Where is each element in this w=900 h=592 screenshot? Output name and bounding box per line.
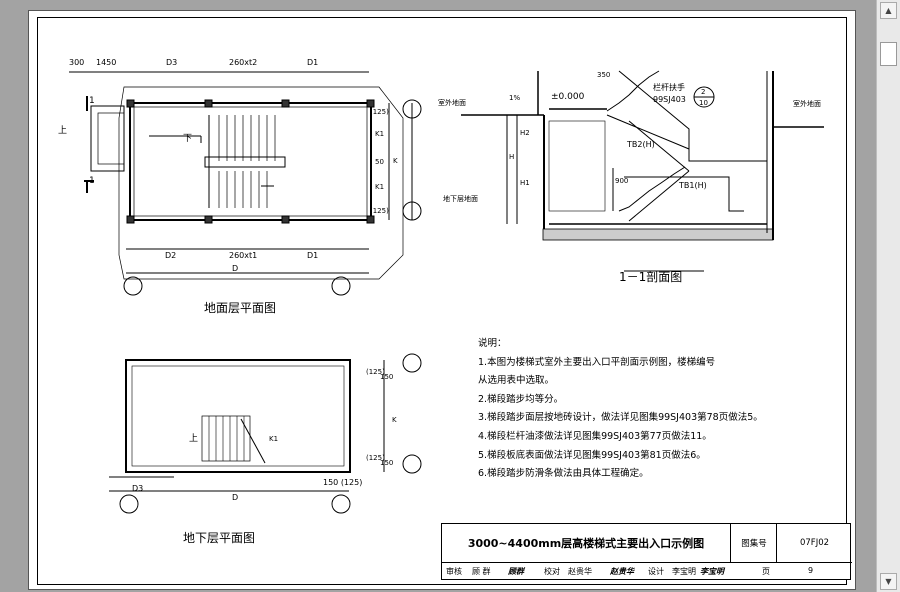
dim-bottom-1: 260xt1 (229, 251, 258, 260)
dim-top-2: D3 (166, 58, 178, 67)
cut-label-1: 1 (89, 176, 95, 186)
b-dim-right-5: 150 (380, 459, 394, 467)
section-label-outdoor-right: 室外地面 (793, 100, 821, 108)
sign-check-label: 校对 (544, 567, 560, 576)
b-dim-bottom-2: D (232, 493, 239, 502)
note-line: 1.本图为楼梯式室外主要出入口平剖面示例图，楼梯编号 (478, 356, 716, 368)
drawing-sheet: 地面层平面图 300 1450 D3 260xt2 D1 D2 260xt1 D… (28, 10, 856, 590)
note-line: 6.梯段踏步防滑条做法由具体工程确定。 (478, 468, 649, 480)
note-line: 从选用表中选取。 (478, 375, 555, 387)
section-label-350: 350 (597, 71, 611, 79)
scroll-thumb[interactable] (880, 42, 897, 66)
label-down: 下 (183, 134, 193, 144)
b-dim-right-3: K1 (269, 435, 279, 443)
dim-top-0: 300 (69, 58, 85, 67)
sign-review-name: 顾 群 (472, 567, 491, 576)
dim-right-1: K1 (375, 130, 385, 138)
section-label-atlas: 99SJ403 (653, 95, 686, 104)
sign-review-label: 审核 (446, 567, 462, 576)
section-label-h2: H2 (520, 129, 530, 137)
scroll-down-button[interactable]: ▼ (880, 573, 897, 590)
atlas-label: 图集号 (730, 524, 777, 562)
vertical-scrollbar[interactable]: ▲ ▼ (876, 0, 900, 592)
section-label-tb2: TB2(H) (627, 140, 655, 149)
sign-check-sig: 赵贵华 (610, 567, 634, 576)
document-viewer: 地面层平面图 300 1450 D3 260xt2 D1 D2 260xt1 D… (0, 0, 876, 592)
sheet-frame (37, 17, 847, 585)
title-block: 3000~4400mm层高楼梯式主要出入口示例图 图集号 07FJ02 审核 顾… (441, 523, 852, 581)
callout-bottom: 10 (699, 99, 708, 107)
basement-plan-drawing (109, 353, 422, 514)
dim-right-4: (125) (370, 207, 389, 215)
sign-check-name: 赵贵华 (568, 567, 592, 576)
page-label: 页 (762, 567, 770, 576)
label-up: 上 (58, 126, 68, 136)
b-label-up: 上 (189, 434, 199, 444)
section-label-outdoor-left: 室外地面 (438, 99, 466, 107)
section-label-900: 900 (615, 177, 629, 185)
b-dim-right-2: K (392, 416, 397, 424)
dim-right-5: K (393, 157, 398, 165)
section-title: 1－1剖面图 (619, 270, 683, 284)
notes-block: 说明： 1.本图为楼梯式室外主要出入口平剖面示例图，楼梯编号 从选用表中选取。 … (478, 335, 848, 484)
sign-design-label: 设计 (648, 567, 664, 576)
section-label-h1: H1 (520, 179, 530, 187)
note-line: 4.梯段栏杆油漆做法详见图集99SJ403第77页做法11。 (478, 430, 712, 442)
section-label-h: H (509, 153, 515, 161)
note-line: 3.梯段踏步面层按地砖设计，做法详见图集99SJ403第78页做法5。 (478, 412, 763, 424)
b-dim-bottom-1: D3 (132, 484, 144, 493)
b-dim-right-4: (125) (366, 454, 385, 462)
dim-top-1: 1450 (96, 58, 117, 67)
basement-plan-title: 地下层平面图 (183, 531, 256, 545)
section-drawing (461, 70, 824, 272)
dim-top-4: D1 (307, 58, 319, 67)
dim-right-3: K1 (375, 183, 385, 191)
notes-heading: 说明： (478, 338, 507, 349)
callout-top: 2 (701, 88, 706, 96)
ground-plan-drawing (69, 71, 422, 296)
section-label-elev: ±0.000 (551, 92, 585, 102)
signature-row: 审核 顾 群 顾群 校对 赵贵华 赵贵华 设计 李宝明 李宝明 页 9 (442, 562, 852, 581)
note-line: 2.梯段踏步均等分。 (478, 393, 564, 405)
note-line: 5.梯段板底表面做法详见图集99SJ403第81页做法6。 (478, 449, 706, 461)
sign-design-name: 李宝明 (672, 567, 696, 576)
dim-right-2: 50 (375, 158, 384, 166)
b-dim-right-0: (125) (366, 368, 385, 376)
section-label-railing: 栏杆扶手 (653, 83, 685, 92)
dim-bottom-3: D (232, 264, 239, 273)
section-label-slope: 1% (509, 94, 521, 102)
cut-label-2: 1 (89, 96, 95, 106)
dim-top-3: 260xt2 (229, 58, 258, 67)
dim-right-0: (125) (370, 108, 389, 116)
b-dim-bottom-0: 150 (125) (323, 478, 363, 487)
atlas-number: 07FJ02 (776, 524, 852, 562)
b-dim-right-1: 150 (380, 373, 394, 381)
drawing-canvas (69, 70, 824, 514)
section-label-basement-floor: 地下层地面 (443, 195, 478, 203)
section-label-tb1: TB1(H) (679, 181, 707, 190)
page-number: 9 (808, 566, 814, 575)
dim-bottom-2: D1 (307, 251, 319, 260)
sign-review-sig: 顾群 (508, 567, 524, 576)
drawing-title: 3000~4400mm层高楼梯式主要出入口示例图 (442, 524, 731, 562)
scroll-up-button[interactable]: ▲ (880, 2, 897, 19)
dim-bottom-0: D2 (165, 251, 177, 260)
ground-plan-title: 地面层平面图 (204, 301, 277, 315)
sign-design-sig: 李宝明 (700, 567, 724, 576)
